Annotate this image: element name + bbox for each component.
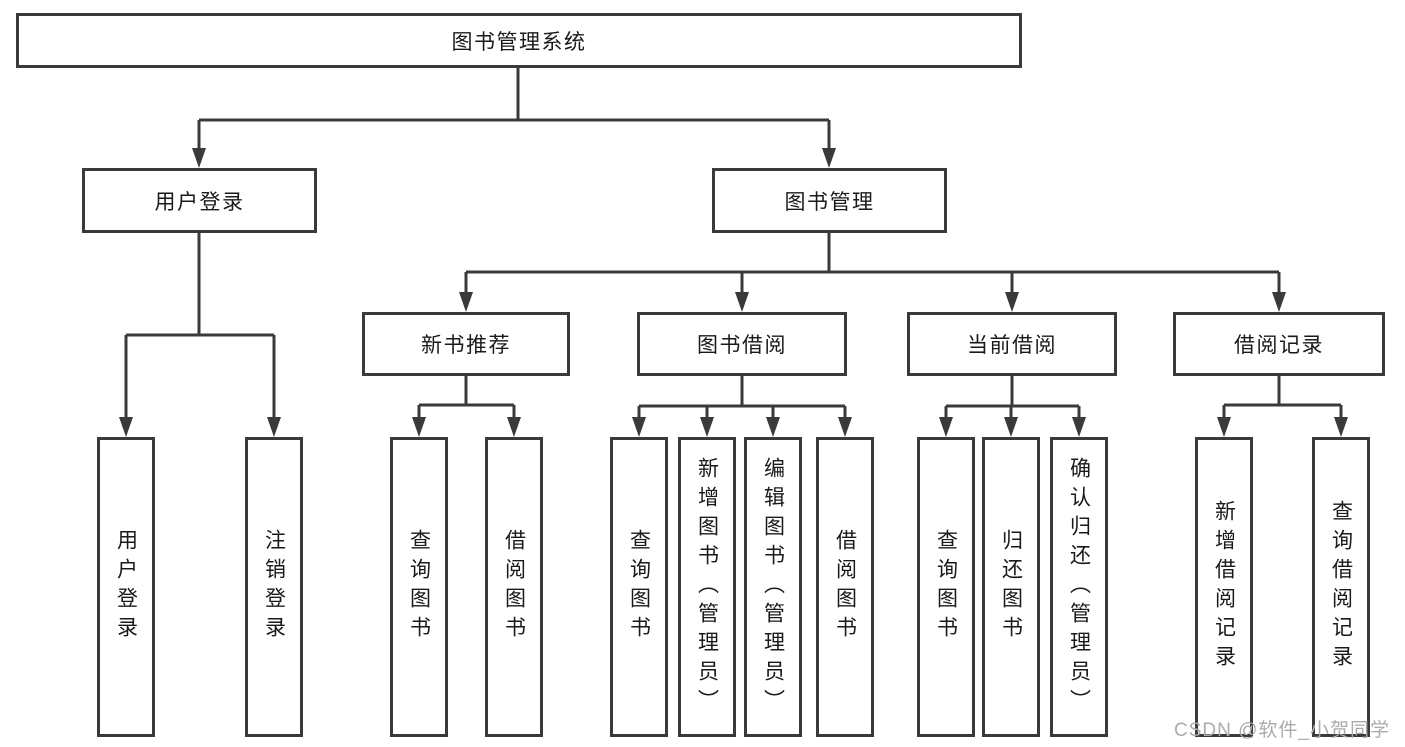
node-current-borrow: 当前借阅 xyxy=(907,312,1117,376)
node-current-borrow-label: 当前借阅 xyxy=(967,334,1057,357)
node-book-borrow: 图书借阅 xyxy=(637,312,847,376)
node-book-borrow-label: 图书借阅 xyxy=(697,334,787,357)
connector-records-children xyxy=(1217,376,1348,437)
leaf-query-borrow-record-label: 查询借阅记录 xyxy=(1329,500,1353,674)
leaf-user-login-label: 用户登录 xyxy=(114,529,138,645)
leaf-query-book-borrow: 查询图书 xyxy=(610,437,668,737)
node-new-book-recommend: 新书推荐 xyxy=(362,312,570,376)
leaf-user-login: 用户登录 xyxy=(97,437,155,737)
node-root-label: 图书管理系统 xyxy=(451,30,587,54)
connector-recommend-children xyxy=(412,376,521,437)
leaf-edit-book-admin: 编辑图书（管理员） xyxy=(744,437,802,737)
leaf-logout-label: 注销登录 xyxy=(262,529,286,645)
leaf-query-book-current: 查询图书 xyxy=(917,437,975,737)
leaf-edit-book-admin-label: 编辑图书（管理员） xyxy=(761,456,785,718)
node-root: 图书管理系统 xyxy=(16,13,1022,68)
node-borrow-records: 借阅记录 xyxy=(1173,312,1385,376)
leaf-query-book-current-label: 查询图书 xyxy=(934,529,958,645)
leaf-return-book-label: 归还图书 xyxy=(999,529,1023,645)
csdn-watermark: CSDN @软件_小贺同学 xyxy=(1174,720,1390,741)
leaf-borrow-book-recommend: 借阅图书 xyxy=(485,437,543,737)
node-book-management: 图书管理 xyxy=(712,168,947,233)
leaf-return-book: 归还图书 xyxy=(982,437,1040,737)
leaf-borrow-book-recommend-label: 借阅图书 xyxy=(502,529,526,645)
connector-borrow-children xyxy=(632,376,852,437)
node-borrow-records-label: 借阅记录 xyxy=(1234,334,1324,357)
node-book-management-label: 图书管理 xyxy=(784,190,875,214)
leaf-add-borrow-record: 新增借阅记录 xyxy=(1195,437,1253,737)
leaf-query-book-recommend-label: 查询图书 xyxy=(407,529,431,645)
connector-current-children xyxy=(939,376,1086,437)
leaf-confirm-return-admin-label: 确认归还（管理员） xyxy=(1067,456,1091,718)
node-new-book-recommend-label: 新书推荐 xyxy=(421,334,511,357)
leaf-query-book-borrow-label: 查询图书 xyxy=(627,529,651,645)
connector-root-to-level2 xyxy=(192,68,836,168)
connector-book-mgmt-to-level3 xyxy=(459,233,1286,312)
leaf-query-borrow-record: 查询借阅记录 xyxy=(1312,437,1370,737)
leaf-query-book-recommend: 查询图书 xyxy=(390,437,448,737)
leaf-logout: 注销登录 xyxy=(245,437,303,737)
leaf-add-book-admin-label: 新增图书（管理员） xyxy=(695,456,719,718)
leaf-borrow-book-label: 借阅图书 xyxy=(833,529,857,645)
leaf-add-borrow-record-label: 新增借阅记录 xyxy=(1212,500,1236,674)
leaf-add-book-admin: 新增图书（管理员） xyxy=(678,437,736,737)
leaf-borrow-book: 借阅图书 xyxy=(816,437,874,737)
connector-user-login-children xyxy=(119,233,281,437)
leaf-confirm-return-admin: 确认归还（管理员） xyxy=(1050,437,1108,737)
node-user-login-label: 用户登录 xyxy=(154,190,245,214)
node-user-login: 用户登录 xyxy=(82,168,317,233)
